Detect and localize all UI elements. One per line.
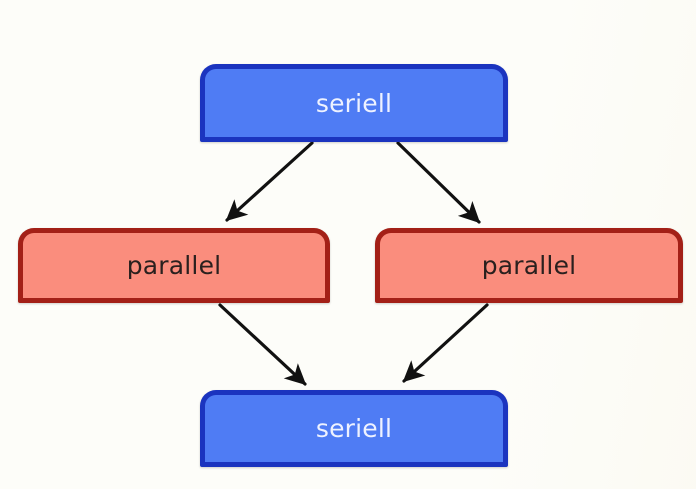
edge-serial-top-to-parallel-left <box>225 141 314 222</box>
node-serial-top-label: seriell <box>315 88 393 118</box>
node-parallel-right-label: parallel <box>481 251 577 280</box>
node-parallel-right[interactable]: parallel <box>375 228 683 303</box>
node-serial-top[interactable]: seriell <box>200 64 508 142</box>
node-parallel-left[interactable]: parallel <box>18 228 330 303</box>
edge-parallel-right-to-serial-bottom <box>402 303 489 383</box>
edge-parallel-left-to-serial-bottom <box>218 303 307 386</box>
edge-serial-top-to-parallel-right <box>396 141 481 224</box>
node-serial-bottom-label: seriell <box>315 414 393 443</box>
node-serial-bottom[interactable]: seriell <box>200 390 508 467</box>
node-parallel-left-label: parallel <box>126 251 222 280</box>
